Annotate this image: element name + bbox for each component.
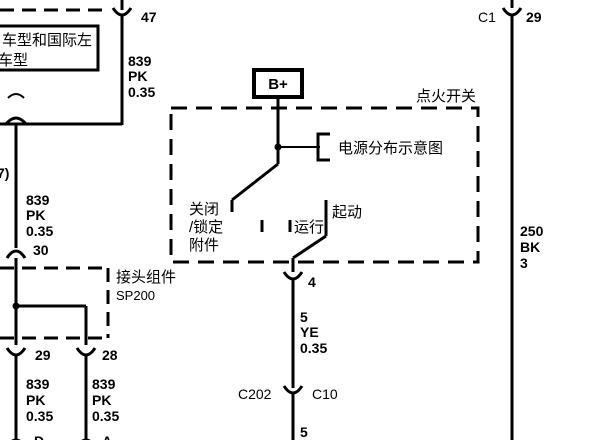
run-label: 运行 — [294, 219, 324, 236]
connector-c202 — [282, 385, 304, 395]
connector-28 — [75, 347, 97, 357]
off-lock-label-1: 关闭 — [189, 201, 219, 218]
wire-label-color: PK — [128, 68, 147, 84]
splice-id: SP200 — [116, 288, 155, 303]
wire-left-color: PK — [26, 207, 45, 223]
connector-47 — [111, 7, 133, 17]
wire-ye-color: YE — [300, 324, 319, 340]
wire-br-gauge: 0.35 — [92, 408, 119, 424]
connector-29 — [5, 347, 27, 357]
c1-pin: 29 — [526, 9, 542, 25]
c1-label: C1 — [478, 9, 496, 25]
power-dist-label: 电源分布示意图 — [338, 139, 443, 157]
note-line-1: 车型和国际左 — [2, 32, 92, 49]
ignition-switch-title: 点火开关 — [416, 88, 476, 105]
connector-4 — [282, 271, 304, 281]
wire-left-gauge: 0.35 — [26, 223, 53, 239]
connector-left-top — [7, 93, 25, 99]
start-label: 起动 — [332, 204, 362, 221]
note-box — [0, 24, 100, 72]
c10-label: C10 — [312, 386, 338, 402]
pin-28: 28 — [102, 347, 118, 363]
connector-c1 — [501, 7, 523, 17]
wire-br-color: PK — [92, 392, 111, 408]
note-line-2: 车型 — [0, 52, 28, 69]
switch-blade — [231, 162, 279, 202]
off-lock-label-2: /锁定 — [189, 219, 223, 236]
pin-29: 29 — [35, 347, 51, 363]
wire-bl-circuit: 839 — [26, 376, 50, 392]
pin-4: 4 — [308, 274, 316, 290]
pin-30: 30 — [33, 242, 49, 258]
start-contact-diag — [292, 234, 327, 260]
splice-name: 接头组件 — [116, 269, 176, 286]
power-dist-bracket — [316, 132, 330, 162]
wire-label-gauge: 0.35 — [128, 84, 155, 100]
left-partial-label: 7) — [0, 165, 9, 181]
wire-left-circuit: 839 — [26, 192, 50, 208]
connector-left-mid — [4, 116, 28, 126]
accessory-label: 附件 — [189, 237, 219, 254]
b-plus-label: B+ — [268, 76, 288, 93]
pin-a: A — [102, 433, 112, 440]
wire-bk-circuit: 250 — [520, 223, 544, 239]
pin-47: 47 — [141, 9, 157, 25]
wire-bk-gauge: 3 — [520, 255, 528, 271]
c202-label: C202 — [238, 386, 272, 402]
wire-label-circuit: 839 — [128, 53, 152, 69]
wire-bl-color: PK — [26, 392, 45, 408]
wire-bl-gauge: 0.35 — [26, 408, 53, 424]
wire-ye-gauge: 0.35 — [300, 340, 327, 356]
ignition-switch-box — [169, 106, 480, 264]
pin-d: D — [34, 433, 44, 440]
wire-ye-circuit: 5 — [300, 309, 308, 325]
wire-bk-color: BK — [520, 239, 540, 255]
wire-br-circuit: 839 — [92, 376, 116, 392]
connector-30 — [5, 249, 27, 259]
wire-lower-circuit: 5 — [300, 424, 308, 440]
